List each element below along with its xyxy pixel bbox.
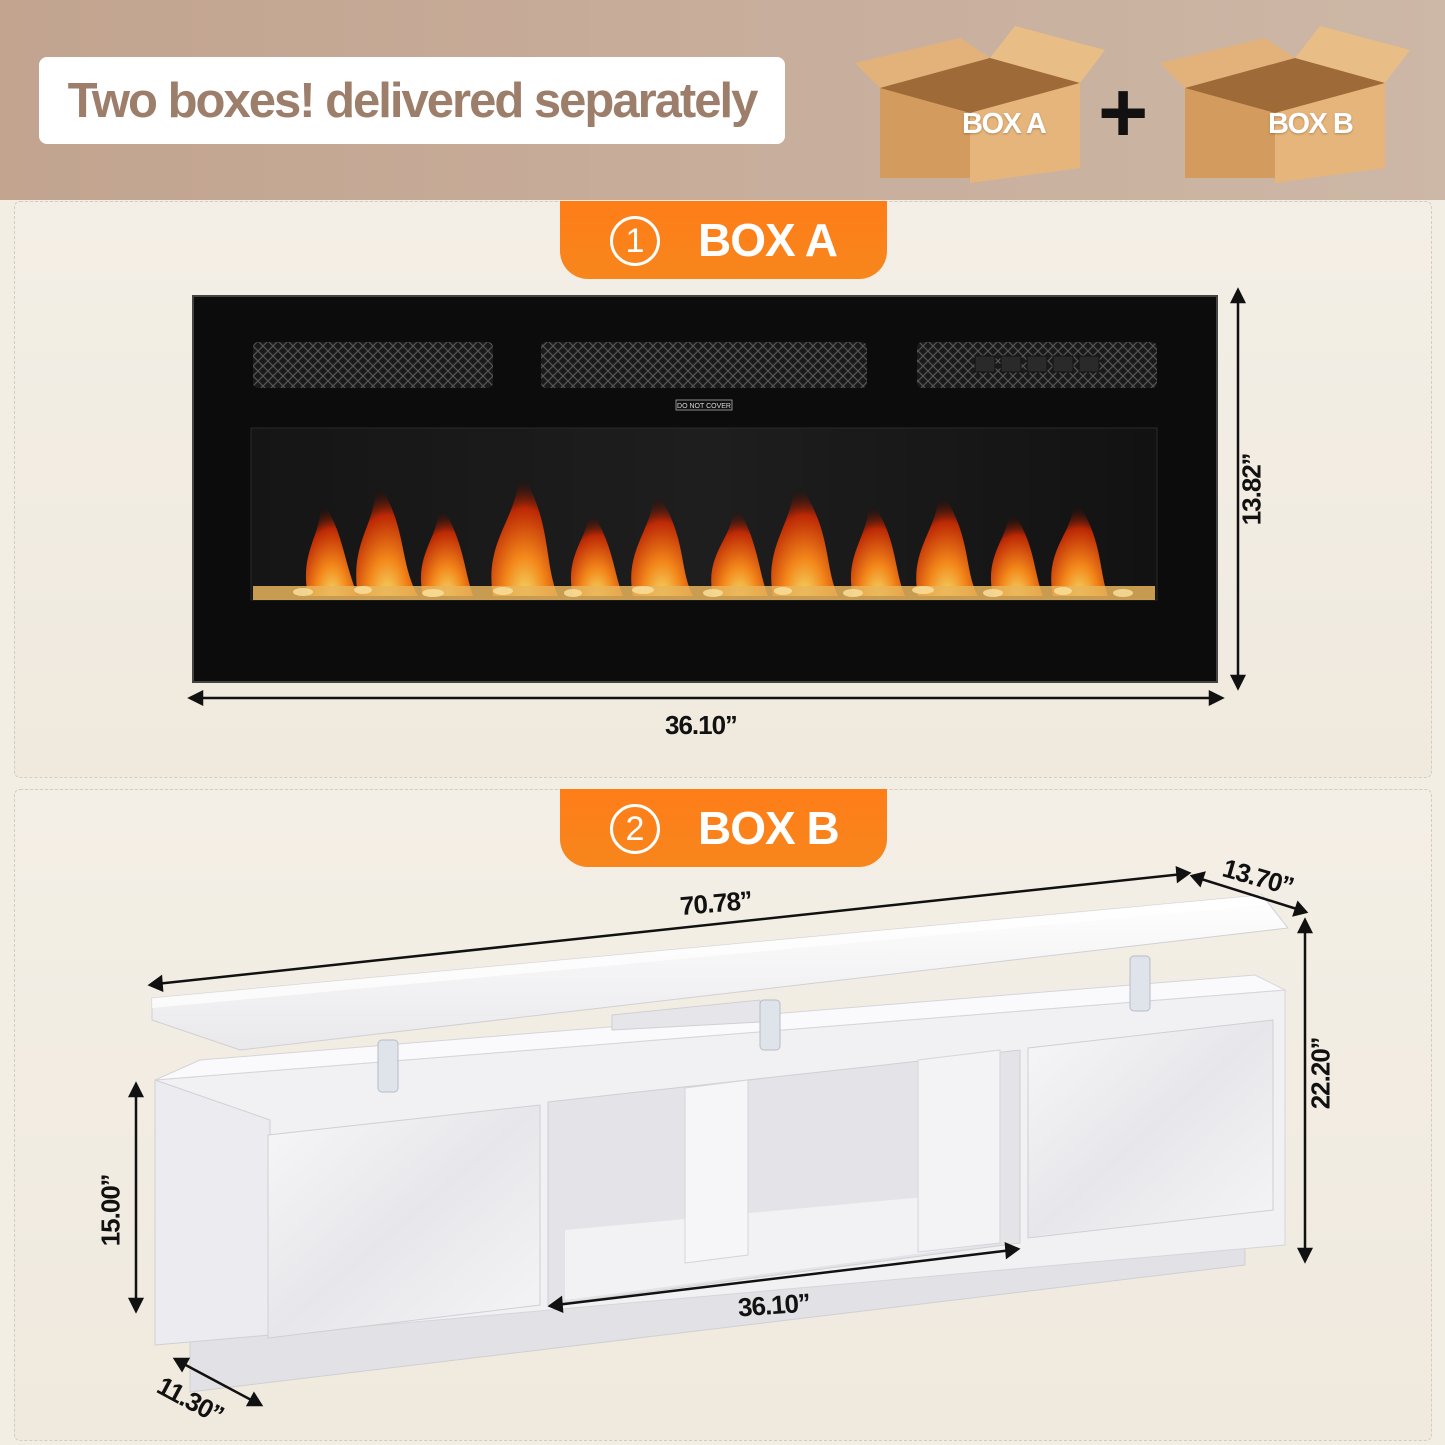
section-a-number: 1 [610,216,660,266]
do-not-cover-sticker: DO NOT COVER [677,403,731,410]
plus-sign: + [1098,65,1149,161]
section-b-title: BOX B [698,802,840,854]
box-b-length-label: 70.78’’ [678,884,753,922]
section-b-tab: 2 BOX B [560,789,887,867]
box-a-label: BOX A [962,108,1047,140]
box-b-opening-width-label: 36.10’’ [737,1287,811,1323]
cardboard-box-a-icon [855,26,1105,183]
section-a-title: BOX A [698,214,838,266]
top-banner: Two boxes! delivered separately BOX A + … [0,0,1445,200]
box-b-cabinet-height-label: 15.00’’ [95,1174,126,1247]
section-a-tab: 1 BOX A [560,201,887,279]
headline-card: Two boxes! delivered separately [39,57,785,144]
box-b-height-label: 22.20’’ [1305,1037,1336,1110]
box-b-label: BOX B [1268,108,1354,140]
box-a-width-label: 36.10’’ [665,710,738,740]
section-b-number: 2 [610,804,660,854]
headline-text: Two boxes! delivered separately [67,73,759,128]
electric-fireplace-image: DO NOT COVER [192,295,1218,683]
cardboard-box-b-icon [1160,26,1410,183]
